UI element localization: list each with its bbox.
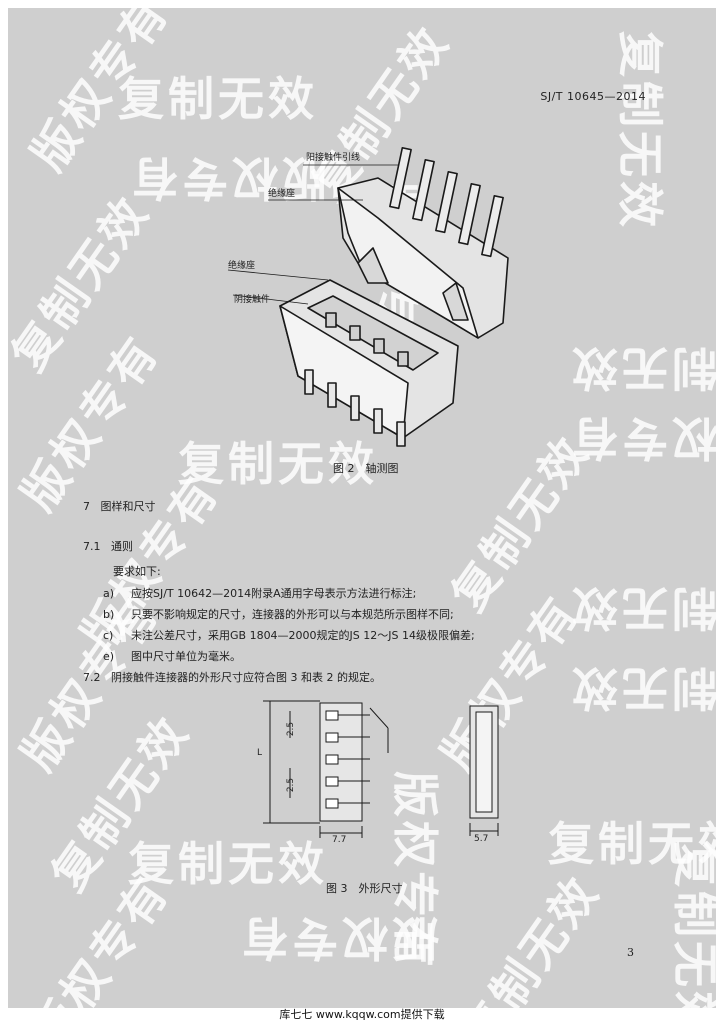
figure-2-caption: 图 2 轴测图 xyxy=(333,462,399,475)
figure-3-dimension-drawing xyxy=(263,700,499,838)
figure-2-label-insulator-top: 绝缘座 xyxy=(268,189,296,199)
item-mark: e) xyxy=(103,650,115,663)
dimension-length: L xyxy=(257,748,263,758)
dimension-pitch-bottom: 2.5 xyxy=(286,777,297,793)
figure-2-label-female-contact: 阴接触件 xyxy=(234,295,271,305)
page-number: 3 xyxy=(627,946,634,959)
female-contact-slots xyxy=(325,312,409,367)
item-mark: b) xyxy=(103,608,115,621)
section-7-heading: 7 图样和尺寸 xyxy=(83,498,156,514)
item-text: 应按SJ/T 10642—2014附录A通用字母表示方法进行标注; xyxy=(131,587,417,600)
dimension-width: 7.7 xyxy=(332,835,347,845)
requirement-item-b: b) 只要不影响规定的尺寸，连接器的外形可以与本规范所示图样不同; xyxy=(103,606,454,622)
section-7-2-paragraph: 7.2 阴接触件连接器的外形尺寸应符合图 3 和表 2 的规定。 xyxy=(83,669,381,685)
requirement-item-a: a) 应按SJ/T 10642—2014附录A通用字母表示方法进行标注; xyxy=(103,585,416,601)
dimension-pitch-top: 2.5 xyxy=(286,721,297,737)
item-text: 只要不影响规定的尺寸，连接器的外形可以与本规范所示图样不同; xyxy=(131,608,454,621)
document-page: 版权专有 复制无效 复制无效 版权专有 复制无效 复制无效 版权专有 复制无效 … xyxy=(8,8,716,1008)
section-number: 7 xyxy=(83,500,90,513)
section-number: 7.2 xyxy=(83,671,101,684)
male-pins xyxy=(389,147,504,258)
figure-2-label-pin-lead: 阳接触件引线 xyxy=(306,153,361,163)
requirement-item-c: c) 未注公差尺寸，采用GB 1804—2000规定的JS 12～JS 14级极限… xyxy=(103,627,475,643)
section-7-1-heading: 7.1 通则 xyxy=(83,538,133,554)
figure-3-caption: 图 3 外形尺寸 xyxy=(326,882,403,895)
female-contact-legs xyxy=(304,369,406,447)
item-text: 未注公差尺寸，采用GB 1804—2000规定的JS 12～JS 14级极限偏差… xyxy=(131,629,475,642)
standard-number: SJ/T 10645—2014 xyxy=(540,90,646,103)
male-insulator-side xyxy=(337,187,479,339)
section-number: 7.1 xyxy=(83,540,101,553)
item-text: 图中尺寸单位为毫米。 xyxy=(131,650,241,663)
section-title: 图样和尺寸 xyxy=(100,500,156,513)
download-footer: 库七七 www.kqqw.com提供下载 xyxy=(279,1008,445,1021)
male-insulator-lip xyxy=(357,247,389,284)
section-text: 阴接触件连接器的外形尺寸应符合图 3 和表 2 的规定。 xyxy=(111,671,381,684)
item-mark: c) xyxy=(103,629,114,642)
section-title: 通则 xyxy=(111,540,133,553)
requirement-item-e: e) 图中尺寸单位为毫米。 xyxy=(103,648,241,664)
requirements-intro: 要求如下: xyxy=(113,565,161,578)
dimension-side-width: 5.7 xyxy=(474,834,489,844)
figure-2-isometric-drawing xyxy=(227,147,509,447)
item-mark: a) xyxy=(103,587,115,600)
male-insulator-lip xyxy=(442,282,469,321)
figure-2-label-insulator-bottom: 绝缘座 xyxy=(228,261,256,271)
